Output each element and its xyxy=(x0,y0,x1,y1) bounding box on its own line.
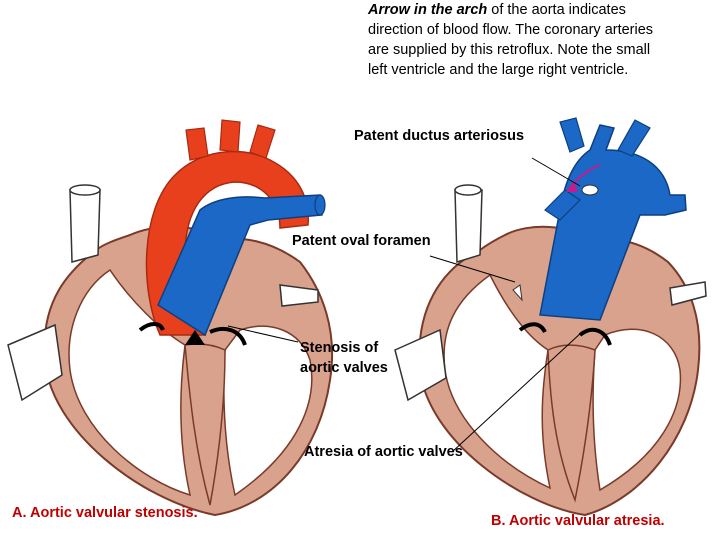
heart-b xyxy=(394,117,707,517)
label-pda: Patent ductus arteriosus xyxy=(354,128,525,144)
leader-lines xyxy=(227,157,583,453)
heart-b-right-cavity xyxy=(592,328,682,492)
atresia-leader xyxy=(451,331,583,453)
explanatory-note: Arrow in the arch of the aorta indicates… xyxy=(368,0,653,80)
heart-a-septum xyxy=(184,343,226,506)
label-stenosis-line2: aortic valves xyxy=(300,360,388,376)
heart-a-pulmonary-trunk xyxy=(157,194,323,337)
heart-a-right-cavity xyxy=(223,325,313,497)
label-stenosis-line1: Stenosis of xyxy=(300,340,379,356)
label-pfo: Patent oval foramen xyxy=(292,233,431,249)
note-line3: are supplied by this retroflux. Note the… xyxy=(368,42,651,58)
heart-b-septum xyxy=(547,344,596,503)
pda-leader xyxy=(531,157,581,187)
note-lead: Arrow in the arch xyxy=(368,2,488,18)
note-line4: left ventricle and the large right ventr… xyxy=(368,62,629,78)
heart-a xyxy=(7,119,334,517)
note-line1-rest: of the aorta indicates xyxy=(487,2,626,18)
label-atresia: Atresia of aortic valves xyxy=(304,444,463,460)
note-line2: direction of blood flow. The coronary ar… xyxy=(368,22,654,38)
stenosis-leader xyxy=(227,325,299,343)
caption-b: B. Aortic valvular atresia. xyxy=(491,513,665,529)
heart-a-ivc xyxy=(7,323,63,402)
pfo-leader xyxy=(429,255,516,283)
caption-a: A. Aortic valvular stenosis. xyxy=(12,505,198,521)
heart-a-svc xyxy=(69,189,101,263)
